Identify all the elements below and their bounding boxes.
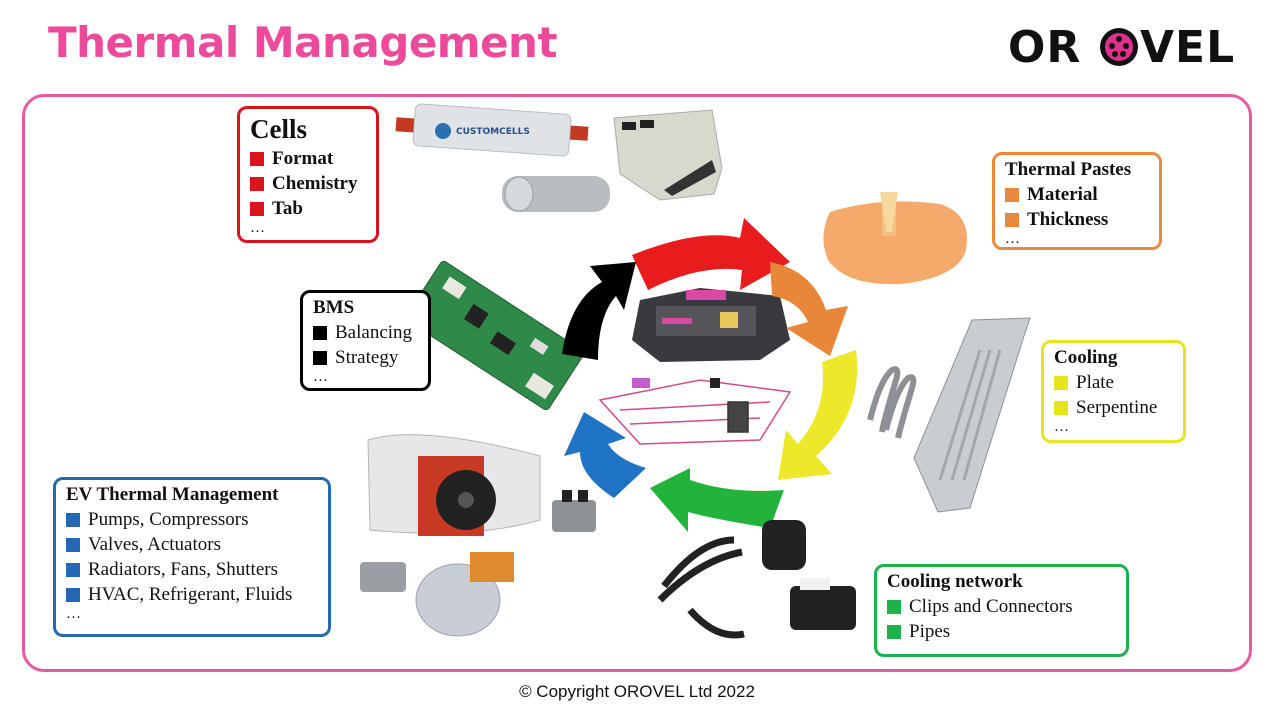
cooling-network-list: Clips and Connectors Pipes (887, 594, 1116, 644)
cycle-arrow-red (632, 218, 790, 290)
bms-card: BMS Balancing Strategy … (300, 290, 431, 391)
prismatic-cell-image (613, 109, 723, 201)
thermal-paste-image (823, 192, 967, 285)
svg-text:OR: OR (1008, 22, 1081, 70)
bullet-square-icon (66, 537, 80, 552)
cooling-network-card-title: Cooling network (887, 571, 1023, 592)
cooling-list: Plate Serpentine (1054, 370, 1173, 420)
bms-list: Balancing Strategy (313, 320, 418, 370)
cells-more: … (250, 220, 266, 236)
cells-card: Cells Format Chemistry Tab … (237, 106, 379, 243)
connector-image (762, 520, 856, 630)
bullet-square-icon (250, 176, 264, 191)
cycle-arrows (562, 218, 858, 532)
list-item: Clips and Connectors (887, 594, 1116, 619)
bullet-square-icon (887, 624, 901, 639)
thermal-pastes-card-title: Thermal Pastes (1005, 159, 1132, 180)
ev-thermal-card-title: EV Thermal Management (66, 484, 279, 505)
battery-pack-image (632, 288, 790, 362)
cycle-arrow-orange (770, 262, 848, 356)
list-item: Format (250, 146, 366, 171)
thermal-pastes-card: Thermal Pastes Material Thickness … (992, 152, 1162, 250)
compressor-image (415, 552, 514, 637)
list-item: Pumps, Compressors (66, 507, 318, 532)
cooling-network-card: Cooling network Clips and Connectors Pip… (874, 564, 1129, 657)
ev-thermal-list: Pumps, Compressors Valves, Actuators Rad… (66, 507, 318, 607)
list-item: Plate (1054, 370, 1173, 395)
bullet-square-icon (887, 599, 901, 614)
pipes-image (657, 536, 745, 639)
bullet-square-icon (1005, 212, 1019, 227)
bullet-square-icon (1005, 187, 1019, 202)
cycle-arrow-blue (564, 412, 646, 498)
bullet-square-icon (250, 151, 264, 166)
list-item: Tab (250, 196, 366, 221)
list-item: Pipes (887, 619, 1116, 644)
orovel-logo: OR VEL (1008, 22, 1235, 70)
cycle-arrow-green (650, 468, 784, 532)
front-end-module-image (367, 434, 541, 536)
cycle-arrow-black (562, 262, 636, 360)
copyright-notice: © Copyright OROVEL Ltd 2022 (519, 682, 755, 701)
list-item: Radiators, Fans, Shutters (66, 557, 318, 582)
list-item: Strategy (313, 345, 418, 370)
cylindrical-cell-image (502, 176, 610, 212)
bullet-square-icon (66, 562, 80, 577)
bms-board-image (405, 260, 585, 411)
bullet-square-icon (250, 201, 264, 216)
content-frame (22, 94, 1252, 672)
thermal-circuit-image (598, 378, 792, 445)
list-item: HVAC, Refrigerant, Fluids (66, 582, 318, 607)
valve-image (552, 490, 596, 532)
thermal-pastes-list: Material Thickness (1005, 182, 1149, 232)
list-item: Serpentine (1054, 395, 1173, 420)
bms-card-title: BMS (313, 297, 355, 318)
bullet-square-icon (66, 512, 80, 527)
bullet-square-icon (313, 325, 327, 340)
pump-image (360, 562, 406, 592)
cells-card-title: Cells (250, 114, 307, 144)
bullet-square-icon (66, 587, 80, 602)
bullet-square-icon (313, 350, 327, 365)
thermal-pastes-more: … (1005, 231, 1021, 247)
bullet-square-icon (1054, 400, 1068, 415)
svg-text:VEL: VEL (1140, 22, 1235, 70)
cooling-more: … (1054, 419, 1070, 435)
ev-thermal-card: EV Thermal Management Pumps, Compressors… (53, 477, 331, 637)
page-title: Thermal Management (48, 18, 558, 67)
cooling-card-title: Cooling (1054, 347, 1118, 368)
cycle-arrow-yellow (778, 350, 858, 480)
ev-thermal-more: … (66, 606, 82, 622)
list-item: Valves, Actuators (66, 532, 318, 557)
cells-list: Format Chemistry Tab (250, 146, 366, 221)
serpentine-image (867, 366, 917, 439)
list-item: Chemistry (250, 171, 366, 196)
list-item: Material (1005, 182, 1149, 207)
pouch-cell-image: CUSTOMCELLS (395, 103, 589, 157)
bullet-square-icon (1054, 375, 1068, 390)
cooling-plate-image (913, 317, 1031, 513)
cooling-card: Cooling Plate Serpentine … (1041, 340, 1186, 443)
list-item: Thickness (1005, 207, 1149, 232)
bms-more: … (313, 369, 329, 385)
list-item: Balancing (313, 320, 418, 345)
pouch-cell-brand: CUSTOMCELLS (456, 127, 530, 137)
